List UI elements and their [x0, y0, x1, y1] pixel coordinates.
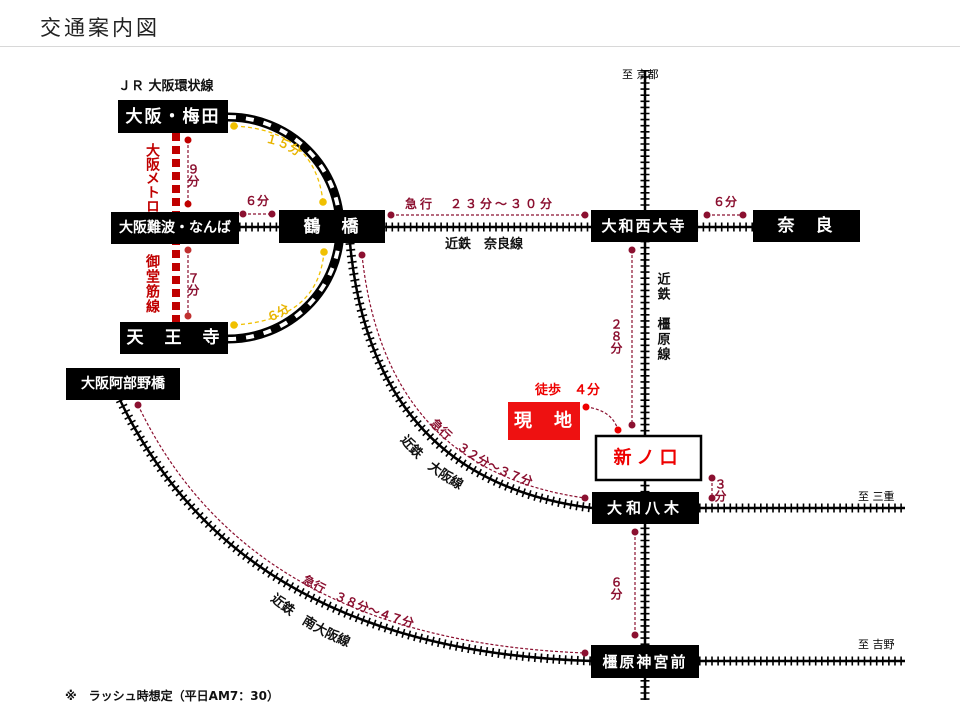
kashihara-line-label: 近鉄 橿原線 — [655, 271, 671, 362]
station-abenobashi[interactable]: 大阪阿部野橋 — [66, 368, 180, 400]
station-tsuruhashi[interactable]: 鶴 橋 — [279, 210, 385, 243]
site-label: 現 地 — [514, 410, 574, 432]
nara-line-label: 近鉄 奈良線 — [445, 236, 524, 252]
station-jingumae[interactable]: 橿原神宮前 — [591, 645, 699, 678]
station-saidaiji[interactable]: 大和西大寺 — [591, 210, 698, 242]
jr-loop-label: ＪＲ 大阪環状線 — [118, 78, 215, 94]
time-yagi-mie: ３分 — [713, 478, 727, 503]
station-shinnokuchi[interactable]: 新ノ口 — [594, 434, 703, 482]
time-saidaiji-shinnokuchi: ２８分 — [609, 318, 623, 355]
metro-label: 大阪メトロ — [144, 142, 160, 213]
station-namba[interactable]: 大阪難波・なんば — [111, 212, 239, 244]
midosuji-label: 御堂筋線 — [144, 253, 161, 314]
station-label: 大和八木 — [607, 499, 683, 517]
station-label: 鶴 橋 — [304, 216, 361, 237]
direction-mie: 至 三重 — [858, 489, 895, 503]
title-divider — [0, 46, 960, 47]
station-tennoji[interactable]: 天 王 寺 — [120, 322, 228, 354]
station-label: 新ノ口 — [614, 447, 683, 469]
station-yagi[interactable]: 大和八木 — [592, 492, 699, 524]
time-umeda-namba: ９分 — [186, 163, 200, 188]
time-tsuruhashi-saidaiji: 急行 ２３分～３０分 — [405, 196, 555, 211]
time-namba-tsuruhashi: ６分 — [245, 193, 269, 208]
station-umeda[interactable]: 大阪・梅田 — [118, 100, 228, 133]
station-label: 大阪難波・なんば — [119, 219, 231, 236]
direction-yoshino: 至 吉野 — [858, 638, 895, 651]
station-nara[interactable]: 奈 良 — [753, 210, 860, 242]
station-label: 奈 良 — [777, 215, 835, 236]
page-title: 交通案内図 — [40, 16, 160, 40]
time-namba-tennoji: ７分 — [186, 272, 200, 297]
station-label: 大阪阿部野橋 — [81, 375, 166, 392]
footnote: ※ ラッシュ時想定（平日AM7：30） — [65, 688, 279, 703]
station-label: 大和西大寺 — [601, 217, 686, 235]
time-walk: 徒歩 ４分 — [534, 382, 600, 398]
station-label: 天 王 寺 — [127, 327, 222, 348]
site-marker[interactable]: 現 地 — [508, 402, 580, 440]
direction-kyoto: 至 京都 — [622, 67, 659, 81]
station-label: 大阪・梅田 — [126, 106, 221, 127]
kintetsu-minami-osaka-line-track — [115, 398, 905, 666]
time-yagi-jingumae: ６分 — [609, 576, 623, 601]
timing-markers — [134, 122, 747, 657]
station-label: 橿原神宮前 — [602, 653, 687, 671]
time-saidaiji-nara: ６分 — [713, 194, 737, 209]
